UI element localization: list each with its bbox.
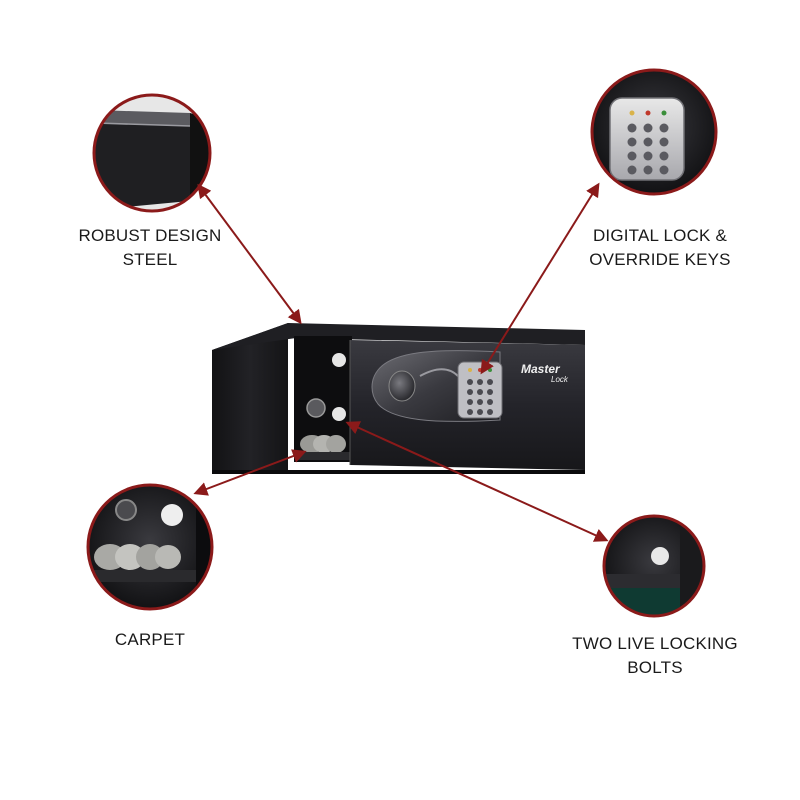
arrow-locking-bolts xyxy=(345,421,609,542)
arrow-digital-lock xyxy=(480,182,600,375)
label-locking-bolts: TWO LIVE LOCKING BOLTS xyxy=(560,632,750,680)
brand-logo-line2: Lock xyxy=(551,375,569,384)
safe-handle xyxy=(388,370,416,402)
label-bolts-line1: TWO LIVE LOCKING xyxy=(572,634,738,653)
label-carpet-line1: CARPET xyxy=(114,630,186,649)
detail-robust-steel xyxy=(92,93,212,213)
detail-carpet xyxy=(86,483,214,611)
safe-carpet xyxy=(296,435,350,460)
label-bolts-line2: BOLTS xyxy=(627,658,683,677)
safe-side xyxy=(212,323,288,470)
brand-logo-line1: Master xyxy=(521,362,561,376)
detail-locking-bolts xyxy=(602,514,706,618)
safe: Master Lock xyxy=(212,323,585,474)
safe-bolt-top xyxy=(332,353,346,367)
pointer-arrows xyxy=(193,182,609,542)
label-robust-line2: STEEL xyxy=(122,250,178,269)
label-digital-line2: OVERRIDE KEYS xyxy=(589,250,731,269)
label-carpet: CARPET xyxy=(90,628,210,652)
safe-keypad-keys xyxy=(467,379,493,415)
label-robust-design-steel: ROBUST DESIGN STEEL xyxy=(60,224,240,272)
label-robust-line1: ROBUST DESIGN xyxy=(78,226,222,245)
arrow-carpet xyxy=(193,449,307,496)
detail-digital-lock xyxy=(590,68,718,196)
label-digital-lock: DIGITAL LOCK & OVERRIDE KEYS xyxy=(570,224,750,272)
safe-dial xyxy=(306,398,326,418)
label-digital-line1: DIGITAL LOCK & xyxy=(592,226,728,245)
safe-bolt-bottom xyxy=(332,407,346,421)
arrow-robust-steel xyxy=(197,183,302,325)
